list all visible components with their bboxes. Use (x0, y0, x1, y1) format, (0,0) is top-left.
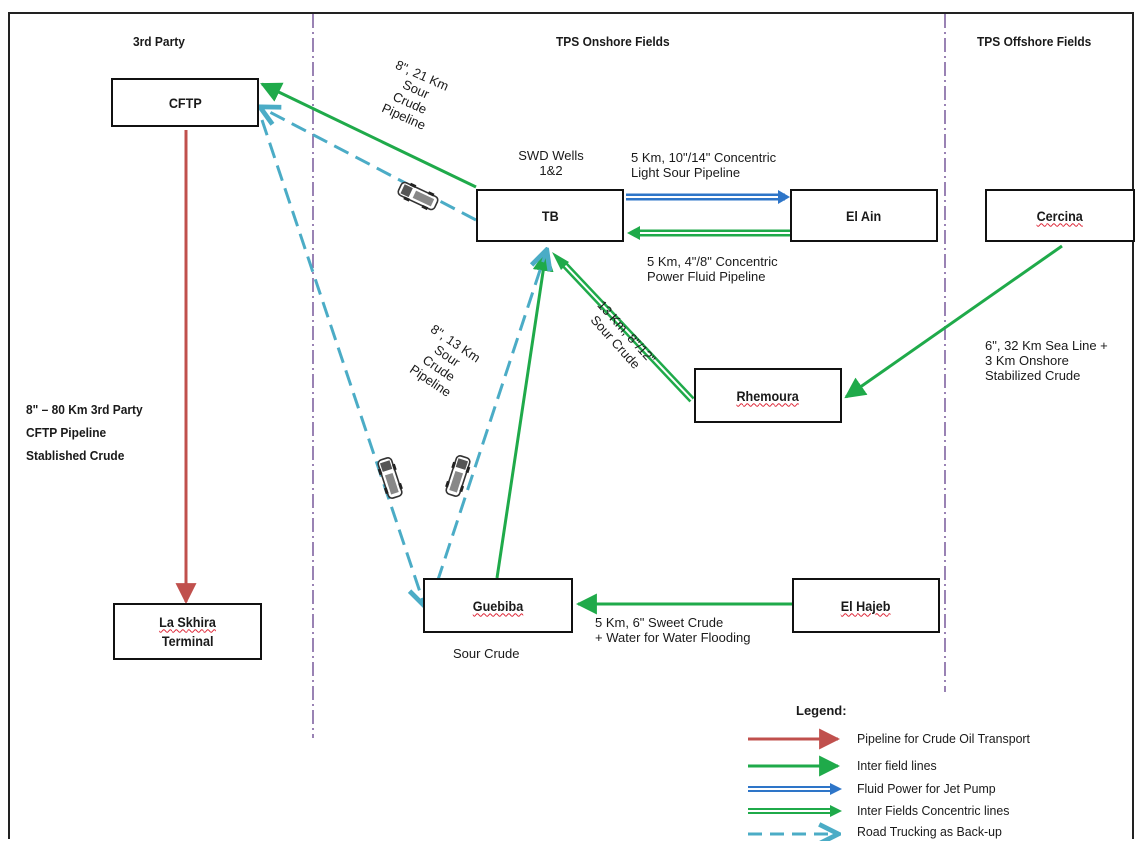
label-third-party-line1: 8" – 80 Km 3rd Party (26, 402, 143, 417)
label-tb-elain-line1: 5 Km, 10"/14" Concentric (631, 150, 777, 165)
label-elain-tb-line1: 5 Km, 4"/8" Concentric (647, 254, 778, 269)
sealine-cercina-rhemoura (844, 244, 1063, 399)
header-onshore: TPS Onshore Fields (556, 34, 670, 49)
label-tb-elain-line2: Light Sour Pipeline (631, 165, 741, 180)
trucking-tb-cftp (262, 108, 477, 222)
label-elain-tb: 5 Km, 4"/8" Concentric Power Fluid Pipel… (647, 254, 778, 284)
node-cftp: CFTP (111, 78, 259, 127)
label-third-party-line2: CFTP Pipeline (26, 425, 107, 440)
legend-item-green: Inter field lines (857, 758, 937, 773)
label-cercina-sealine: 6", 32 Km Sea Line + 3 Km Onshore Stabil… (985, 338, 1108, 383)
trucking-cftp-guebiba (260, 119, 424, 604)
label-third-party-pipeline: 8" – 80 Km 3rd Party CFTP Pipeline Stabl… (26, 398, 143, 467)
trucking-guebiba-tb (428, 252, 546, 605)
node-tb: TB (476, 189, 624, 242)
label-cercina-line2: 3 Km Onshore (985, 353, 1069, 368)
label-elhajeb-guebiba: 5 Km, 6" Sweet Crude + Water for Water F… (595, 615, 750, 645)
label-cercina-line1: 6", 32 Km Sea Line + (985, 338, 1108, 353)
label-cercina-line3: Stabilized Crude (985, 368, 1081, 383)
legend-item-red: Pipeline for Crude Oil Transport (857, 731, 1030, 746)
label-elain-tb-line2: Power Fluid Pipeline (647, 269, 766, 284)
legend-item-blue: Fluid Power for Jet Pump (857, 781, 996, 796)
concentric-tb-elain (626, 190, 790, 204)
node-el-ain: El Ain (790, 189, 938, 242)
diagram-frame (8, 12, 1134, 839)
node-la-skhira-line2: Terminal (161, 632, 214, 649)
node-guebiba: Guebiba (423, 578, 573, 633)
legend-item-dashed: Road Trucking as Back-up (857, 824, 1002, 839)
node-la-skhira: La Skhira Terminal (113, 603, 262, 660)
label-swd-line1: SWD Wells (518, 148, 584, 163)
label-hajeb-line1: 5 Km, 6" Sweet Crude (595, 615, 724, 630)
concentric-rhemoura-tb (552, 252, 695, 403)
label-tb-elain: 5 Km, 10"/14" Concentric Light Sour Pipe… (631, 150, 776, 180)
truck-icon (442, 453, 474, 499)
legend-swatches (748, 728, 842, 834)
node-rhemoura: Rhemoura (694, 368, 842, 423)
node-la-skhira-line1: La Skhira (159, 613, 216, 630)
header-offshore: TPS Offshore Fields (977, 34, 1092, 49)
label-sour-crude: Sour Crude (453, 646, 520, 661)
label-hajeb-line2: + Water for Water Flooding (595, 630, 751, 645)
truck-icon (395, 178, 441, 214)
header-third-party: 3rd Party (133, 34, 185, 49)
node-cercina: Cercina (985, 189, 1135, 242)
label-swd-wells: SWD Wells 1&2 (507, 148, 595, 178)
node-el-hajeb: El Hajeb (792, 578, 940, 633)
legend-title: Legend: (796, 703, 847, 718)
label-third-party-line3: Stablished Crude (26, 448, 125, 463)
label-swd-line2: 1&2 (539, 163, 563, 178)
concentric-elain-tb (627, 226, 790, 240)
pipeline-tb-cftp (260, 82, 477, 189)
pipeline-guebiba-tb (495, 249, 554, 579)
truck-icon (374, 455, 406, 501)
legend-item-concentric: Inter Fields Concentric lines (857, 803, 1010, 818)
